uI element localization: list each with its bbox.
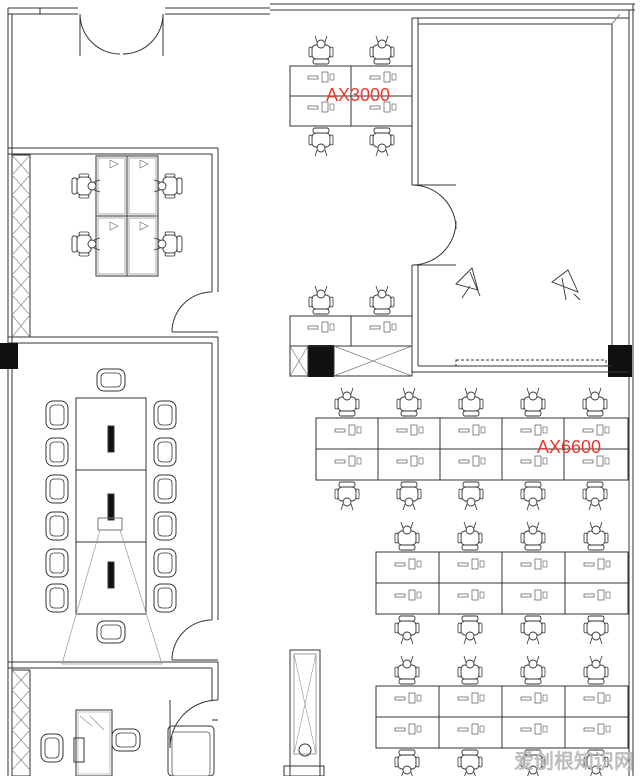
desk-equipment [583,692,611,704]
desk-equipment [520,424,548,436]
desk-cluster-ax3000 [289,35,413,377]
workstation-chair [520,481,546,511]
desk-equipment [394,692,422,704]
office-desk-cluster [71,155,183,277]
workstation-chair [582,387,608,417]
right-room-walls [411,13,629,373]
workstation-chair [396,481,422,511]
desk-equipment [520,723,548,735]
workstation-chair [334,481,360,511]
desk-equipment [457,723,485,735]
desk-equipment [394,723,422,735]
desk-equipment [394,589,422,601]
workstation-chair [520,521,546,551]
desk-equipment [457,589,485,601]
desk-equipment [582,424,610,436]
workstation-chair [458,481,484,511]
meeting-room [45,368,177,665]
desk-equipment [394,558,422,570]
desk-equipment [457,558,485,570]
desk-equipment [396,455,424,467]
desk-equipment [396,424,424,436]
desk-equipment [520,589,548,601]
desk-equipment [334,424,362,436]
workstation-chair [583,655,609,685]
desk-equipment [334,455,362,467]
desk-equipment [520,692,548,704]
desk-equipment [458,455,486,467]
workstation-chair [458,387,484,417]
lower-desk-rows [375,521,629,776]
workstation-chair [520,615,546,645]
desk-equipment [458,424,486,436]
workstation-chair [457,521,483,551]
watermark: 爱创根知识网 [514,749,634,773]
desk-cluster-ax6600 [315,387,629,511]
workstation-chair [457,615,483,645]
desk-equipment [583,558,611,570]
desk-equipment [457,692,485,704]
desk-equipment [582,455,610,467]
zone-label-ax3000: AX3000 [326,85,390,105]
desk-equipment [583,723,611,735]
zone-label-ax6600: AX6600 [537,437,601,457]
workstation-chair [394,655,420,685]
workstation-chair [583,615,609,645]
desk-equipment [583,589,611,601]
left-rooms [8,147,219,776]
desk-equipment [520,455,548,467]
workstation-chair [394,615,420,645]
workstation-chair [334,387,360,417]
corridor-equipment [283,649,325,776]
walls [7,3,635,776]
workstation-chair [520,387,546,417]
workstation-chair [394,521,420,551]
manager-office [40,709,215,776]
workstation-chair [582,481,608,511]
desk-equipment [520,558,548,570]
workstation-chair [520,655,546,685]
workstation-chair [394,749,420,776]
workstation-chair [583,521,609,551]
decor-lamps [455,267,581,301]
workstation-chair [457,749,483,776]
workstation-chair [457,655,483,685]
workstation-chair [396,387,422,417]
